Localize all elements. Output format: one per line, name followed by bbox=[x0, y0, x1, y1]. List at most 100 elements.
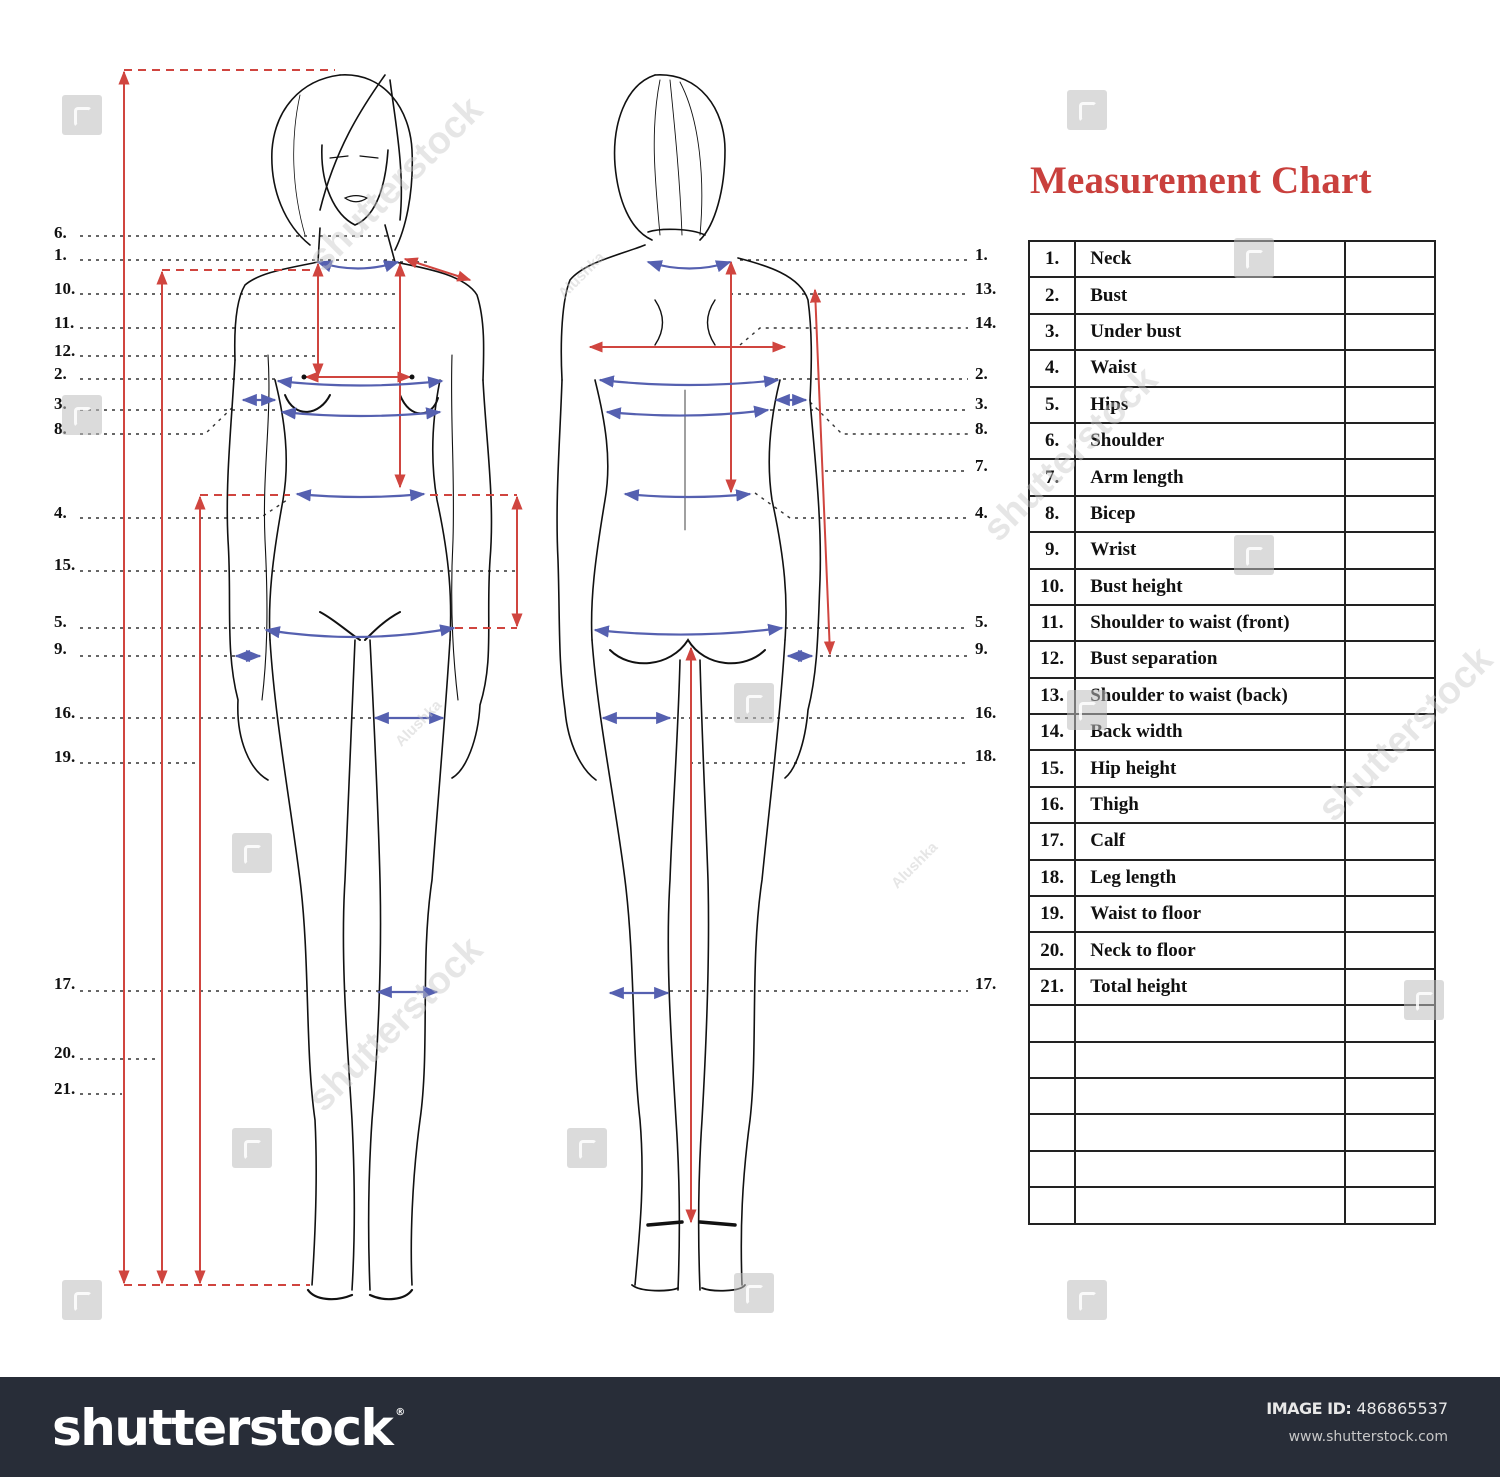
back-label-1: 1. bbox=[975, 245, 988, 264]
row-value-cell[interactable] bbox=[1343, 822, 1437, 861]
watermark-icon bbox=[1067, 1280, 1107, 1320]
row-value-cell[interactable] bbox=[1343, 603, 1437, 643]
row-value-cell[interactable] bbox=[1343, 276, 1437, 315]
front-label-9: 9. bbox=[54, 639, 67, 658]
row-value-cell[interactable] bbox=[1343, 421, 1437, 461]
row-measurement-name[interactable] bbox=[1074, 1004, 1346, 1043]
watermark-icon bbox=[232, 833, 272, 873]
table-row: 8.Bicep bbox=[1027, 494, 1437, 534]
row-number: 3. bbox=[1027, 312, 1077, 352]
table-row-empty bbox=[1027, 1149, 1437, 1189]
table-row: 4.Waist bbox=[1027, 349, 1437, 388]
row-value-cell[interactable] bbox=[1343, 785, 1437, 825]
row-value-cell[interactable] bbox=[1343, 531, 1437, 570]
row-value-cell[interactable] bbox=[1343, 895, 1437, 934]
back-label-3: 3. bbox=[975, 394, 988, 413]
table-row: 2.Bust bbox=[1027, 276, 1437, 315]
table-row: 21.Total height bbox=[1027, 967, 1437, 1007]
watermark-icon bbox=[734, 683, 774, 723]
row-value-cell[interactable] bbox=[1343, 239, 1437, 279]
back-label-7: 7. bbox=[975, 456, 988, 475]
table-row: 16.Thigh bbox=[1027, 785, 1437, 825]
row-measurement-name[interactable] bbox=[1074, 1113, 1346, 1152]
back-label-13: 13. bbox=[975, 279, 997, 298]
table-row: 1.Neck bbox=[1027, 239, 1437, 279]
row-measurement-name: Neck to floor bbox=[1074, 931, 1346, 970]
row-value-cell[interactable] bbox=[1343, 640, 1437, 679]
row-measurement-name: Waist to floor bbox=[1074, 895, 1346, 934]
image-id-label: IMAGE ID: bbox=[1266, 1399, 1352, 1418]
row-value-cell[interactable] bbox=[1343, 931, 1437, 970]
row-measurement-name: Calf bbox=[1074, 822, 1346, 861]
row-number: 21. bbox=[1027, 967, 1077, 1007]
front-label-10: 10. bbox=[54, 279, 76, 298]
watermark-icon bbox=[734, 1273, 774, 1313]
front-label-20: 20. bbox=[54, 1043, 76, 1062]
watermark-icon bbox=[232, 1128, 272, 1168]
row-measurement-name: Thigh bbox=[1074, 785, 1346, 825]
row-value-cell[interactable] bbox=[1343, 349, 1437, 388]
row-measurement-name: Hips bbox=[1074, 385, 1346, 424]
row-value-cell[interactable] bbox=[1343, 385, 1437, 424]
row-measurement-name: Total height bbox=[1074, 967, 1346, 1007]
back-guide-lines bbox=[665, 259, 968, 992]
back-label-4: 4. bbox=[975, 503, 988, 522]
table-row: 20.Neck to floor bbox=[1027, 931, 1437, 970]
row-value-cell[interactable] bbox=[1343, 312, 1437, 352]
front-label-5: 5. bbox=[54, 612, 67, 631]
row-value-cell[interactable] bbox=[1343, 1186, 1437, 1225]
row-value-cell[interactable] bbox=[1343, 858, 1437, 898]
row-number: 8. bbox=[1027, 494, 1077, 534]
row-measurement-name: Bust separation bbox=[1074, 640, 1346, 679]
row-measurement-name: Under bust bbox=[1074, 312, 1346, 352]
row-value-cell[interactable] bbox=[1343, 713, 1437, 752]
row-measurement-name[interactable] bbox=[1074, 1149, 1346, 1189]
front-label-21: 21. bbox=[54, 1079, 76, 1098]
row-value-cell[interactable] bbox=[1343, 1040, 1437, 1079]
table-row-empty bbox=[1027, 1186, 1437, 1225]
row-value-cell[interactable] bbox=[1343, 1149, 1437, 1189]
body-diagram bbox=[80, 69, 968, 1301]
shutterstock-logo: shutterstock® bbox=[52, 1399, 405, 1457]
measurement-chart-canvas: 6. 1. 10. 11. 12. 2. 3. 8. 4. 15. 5. 9. … bbox=[54, 69, 1500, 1320]
row-measurement-name: Bust bbox=[1074, 276, 1346, 315]
table-row-empty bbox=[1027, 1076, 1437, 1116]
row-value-cell[interactable] bbox=[1343, 458, 1437, 497]
front-label-4: 4. bbox=[54, 503, 67, 522]
row-number: 5. bbox=[1027, 385, 1077, 424]
row-measurement-name: Leg length bbox=[1074, 858, 1346, 898]
table-row: 6.Shoulder bbox=[1027, 421, 1437, 461]
row-value-cell[interactable] bbox=[1343, 494, 1437, 534]
row-number: 4. bbox=[1027, 349, 1077, 388]
row-number: 6. bbox=[1027, 421, 1077, 461]
front-label-15: 15. bbox=[54, 555, 76, 574]
row-measurement-name[interactable] bbox=[1074, 1076, 1346, 1116]
front-label-17: 17. bbox=[54, 974, 76, 993]
row-measurement-name: Arm length bbox=[1074, 458, 1346, 497]
row-value-cell[interactable] bbox=[1343, 1113, 1437, 1152]
row-value-cell[interactable] bbox=[1343, 749, 1437, 788]
chart-title: Measurement Chart bbox=[1030, 159, 1372, 202]
row-measurement-name: Hip height bbox=[1074, 749, 1346, 788]
back-label-17: 17. bbox=[975, 974, 997, 993]
row-value-cell[interactable] bbox=[1343, 676, 1437, 716]
row-measurement-name: Bust height bbox=[1074, 567, 1346, 606]
watermark-icon bbox=[1067, 690, 1107, 730]
back-label-16: 16. bbox=[975, 703, 997, 722]
front-label-16: 16. bbox=[54, 703, 76, 722]
row-value-cell[interactable] bbox=[1343, 1076, 1437, 1116]
row-measurement-name: Neck bbox=[1074, 239, 1346, 279]
watermark-icon bbox=[1234, 238, 1274, 278]
row-value-cell[interactable] bbox=[1343, 567, 1437, 606]
front-label-2: 2. bbox=[54, 364, 67, 383]
watermark-icon bbox=[1404, 980, 1444, 1020]
front-label-19: 19. bbox=[54, 747, 76, 766]
row-measurement-name: Bicep bbox=[1074, 494, 1346, 534]
row-measurement-name: Shoulder to waist (back) bbox=[1074, 676, 1346, 716]
row-measurement-name[interactable] bbox=[1074, 1040, 1346, 1079]
row-measurement-name[interactable] bbox=[1074, 1186, 1346, 1225]
row-number bbox=[1027, 1076, 1077, 1116]
row-number: 19. bbox=[1027, 895, 1077, 934]
registered-mark-icon: ® bbox=[395, 1407, 405, 1418]
row-number: 10. bbox=[1027, 567, 1077, 606]
